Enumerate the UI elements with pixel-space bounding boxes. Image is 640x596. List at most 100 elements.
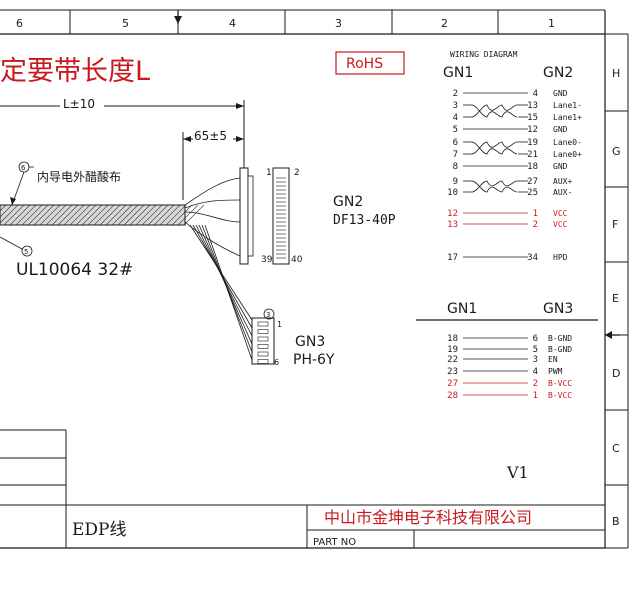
- cable-hatch: [81, 204, 103, 226]
- dim-short-bg: [193, 128, 233, 142]
- gn3-name: GN3: [295, 334, 325, 350]
- col-label: 6: [16, 17, 23, 30]
- wire-signal: GND: [553, 89, 568, 98]
- cable-hatch: [171, 204, 193, 226]
- wire-pin-a: 4: [453, 113, 458, 123]
- wire-signal: Lane0+: [553, 150, 582, 159]
- company-name: 中山市金坤电子科技有限公司: [324, 508, 532, 527]
- wiring-left-header: GN1: [443, 65, 473, 81]
- dim-label-bg: [60, 96, 104, 110]
- wiring2-left-header: GN1: [447, 301, 477, 317]
- row-label: C: [612, 442, 620, 455]
- twist-path: [471, 141, 518, 155]
- wire-pin-a: 3: [453, 101, 458, 111]
- wire-signal: GND: [553, 162, 568, 171]
- wire-pin-a: 7: [453, 150, 458, 160]
- col-label: 4: [229, 17, 236, 30]
- wire-pin-a: 12: [447, 209, 458, 219]
- cable-hatch: [147, 204, 169, 226]
- cable-hatch: [39, 204, 61, 226]
- twist-path: [471, 104, 518, 118]
- gn3-part: PH-6Y: [293, 352, 335, 368]
- cable-hatch: [63, 204, 85, 226]
- cable-body: [0, 177, 253, 361]
- cable-hatch: [27, 204, 49, 226]
- cable-hatch: [33, 204, 55, 226]
- svg-text:1: 1: [277, 320, 282, 329]
- cable-hatch: [87, 204, 109, 226]
- wire-pin-a: 6: [453, 138, 458, 148]
- col-label: 1: [548, 17, 555, 30]
- wire-pin-a: 23: [447, 367, 458, 377]
- rohs-label: RoHS: [346, 56, 383, 72]
- row-label: E: [612, 292, 619, 305]
- wiring2-row: 22 3 EN: [447, 355, 558, 365]
- wire-signal: AUX-: [553, 188, 572, 197]
- cable-hatch: [75, 204, 97, 226]
- gn2-name: GN2: [333, 194, 363, 210]
- twist-path: [471, 180, 518, 193]
- wire-pin-a: 22: [447, 355, 458, 365]
- row-label: D: [612, 367, 620, 380]
- dim-short-label: 65±5: [194, 129, 227, 143]
- wire-pin-b: 4: [533, 89, 538, 99]
- svg-text:40: 40: [291, 255, 303, 265]
- col-label: 5: [122, 17, 129, 30]
- wire-pin-b: 19: [527, 138, 538, 148]
- wire-pin-a: 8: [453, 162, 458, 172]
- wire-signal: B-VCC: [548, 391, 572, 400]
- gn3-pin: [257, 321, 269, 327]
- wire-pin-b: 3: [533, 355, 538, 365]
- cable-hatch: [93, 204, 115, 226]
- wire-spec: UL10064 32#: [16, 260, 133, 280]
- wire-pin-b: 1: [533, 209, 538, 219]
- title-block: [0, 429, 605, 549]
- cable-hatch: [123, 204, 145, 226]
- cable-hatch: [0, 204, 7, 212]
- wire-pin-b: 13: [527, 101, 538, 111]
- wire-pin-a: 5: [453, 125, 458, 135]
- dim-length-label: L±10: [63, 97, 95, 111]
- wire-pin-b: 2: [533, 379, 538, 389]
- wire-pin-b: 2: [533, 220, 538, 230]
- wire-pin-b: 15: [527, 113, 538, 123]
- gn3-pin: [257, 329, 269, 334]
- wire-signal: PWM: [548, 367, 563, 376]
- wire-signal: EN: [548, 355, 558, 364]
- wire-pin-a: 13: [447, 220, 458, 230]
- gn3-pin: [257, 344, 269, 349]
- wire-pin-b: 25: [527, 188, 538, 198]
- cable-hatch: [129, 204, 151, 226]
- cable-hatch: [159, 204, 181, 226]
- wire-pin-a: 19: [447, 345, 458, 355]
- cable-hatch: [15, 204, 37, 226]
- wire-pin-a: 9: [453, 177, 458, 187]
- cable-hatch: [0, 204, 13, 218]
- twist-path: [471, 141, 518, 155]
- wire-signal: HPD: [553, 253, 568, 262]
- cable-hatch: [117, 204, 139, 226]
- row-label: B: [612, 515, 620, 528]
- gn2-connector: 1 2 39 40: [239, 167, 303, 265]
- row-label: H: [612, 67, 620, 80]
- row-label: F: [612, 218, 618, 231]
- wire-pin-b: 1: [533, 391, 538, 401]
- gn3-pin: [257, 351, 269, 357]
- callout-6: 6 内导电外醋酸布: [10, 161, 121, 206]
- wire-pin-b: 12: [527, 125, 538, 135]
- wire-pin-b: 34: [527, 253, 538, 263]
- cable-hatch: [135, 204, 157, 226]
- twist-path: [471, 104, 518, 118]
